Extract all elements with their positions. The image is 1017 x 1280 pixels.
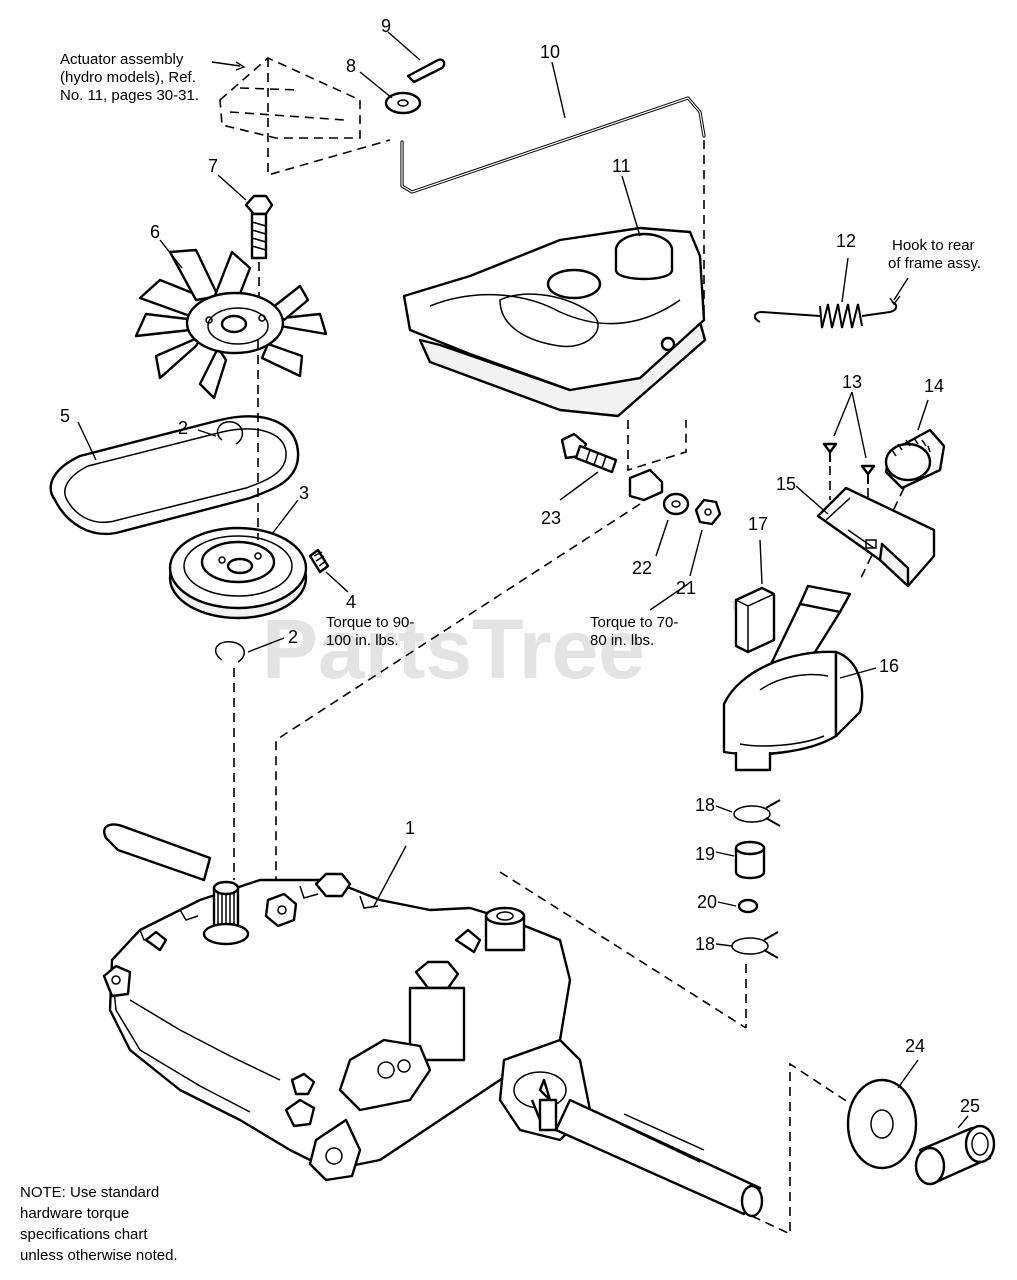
- callout-12: 12: [836, 231, 856, 251]
- part-10-control-rod: [400, 61, 706, 320]
- callout-20: 20: [697, 892, 717, 912]
- hook-note-line-2: of frame assy.: [888, 255, 981, 272]
- part-23-bolt: [559, 432, 618, 501]
- callout-10: 10: [540, 42, 560, 62]
- actuator-note-line-2: (hydro models), Ref.: [60, 69, 196, 86]
- callout-18-upper: 18: [695, 795, 715, 815]
- actuator-assembly-outline: [211, 57, 391, 177]
- callout-16: 16: [879, 656, 899, 676]
- part-1-transaxle: [102, 823, 861, 1236]
- general-note-line-3: specifications chart: [20, 1226, 148, 1243]
- part-6-fan: [134, 239, 328, 400]
- hook-note-line-1: Hook to rear: [892, 237, 975, 254]
- callout-13: 13: [842, 372, 862, 392]
- callout-2-upper: 2: [178, 418, 188, 438]
- callout-19: 19: [695, 844, 715, 864]
- callout-15: 15: [776, 474, 796, 494]
- callout-24: 24: [905, 1036, 925, 1056]
- part-20-washer: [717, 898, 759, 914]
- nut-torque-line-2: 80 in. lbs.: [590, 632, 654, 649]
- callout-8: 8: [346, 56, 356, 76]
- general-note-line-4: unless otherwise noted.: [20, 1247, 178, 1264]
- callout-17: 17: [748, 514, 768, 534]
- part-9-hairpin: [387, 31, 446, 84]
- callout-18-lower: 18: [695, 934, 715, 954]
- callout-14: 14: [924, 376, 944, 396]
- callout-21: 21: [676, 578, 696, 598]
- part-25-bushing: [914, 1115, 996, 1186]
- nut-torque-line-1: Torque to 70-: [590, 614, 678, 631]
- callout-3: 3: [299, 483, 309, 503]
- pulley-torque-note: Torque to 90- 100 in. lbs.: [326, 614, 414, 649]
- part-5-belt: [49, 415, 300, 536]
- part-12-spring: [754, 257, 909, 329]
- callout-1: 1: [405, 818, 415, 838]
- part-21-nut: [649, 498, 722, 611]
- callout-numbers: 1 2 2 3 4 5 6 7 8 9 10 11 12 13 14 15 16…: [60, 16, 980, 1116]
- callout-7: 7: [208, 156, 218, 176]
- part-11-actuator-bracket: [402, 175, 707, 418]
- part-19-bushing: [715, 840, 766, 880]
- callout-11: 11: [612, 156, 631, 176]
- callout-22: 22: [632, 558, 652, 578]
- callout-4: 4: [346, 592, 356, 612]
- part-2-snap-ring-lower: [214, 637, 285, 663]
- callout-5: 5: [60, 406, 70, 426]
- actuator-note-line-1: Actuator assembly: [60, 51, 184, 68]
- callout-6: 6: [150, 222, 160, 242]
- part-4-set-screw: [308, 548, 349, 593]
- callout-9: 9: [381, 16, 391, 36]
- hook-note: Hook to rear of frame assy.: [888, 237, 981, 272]
- part-24-thrust-washer: [846, 1059, 919, 1170]
- nut-torque-note: Torque to 70- 80 in. lbs.: [590, 614, 678, 649]
- part-18-clip-lower: [715, 931, 779, 1028]
- part-8-washer: [359, 71, 422, 115]
- watermark: PartsTree: [262, 602, 645, 696]
- callout-2-lower: 2: [288, 627, 298, 647]
- pulley-torque-line-1: Torque to 90-: [326, 614, 414, 631]
- general-note: NOTE: Use standard hardware torque speci…: [20, 1184, 178, 1264]
- general-note-line-1: NOTE: Use standard: [20, 1184, 159, 1201]
- control-bracket-clip: [627, 420, 687, 502]
- alignment-line-control: [275, 503, 641, 900]
- part-2-snap-ring-upper: [197, 421, 244, 445]
- part-22-washer: [655, 492, 690, 557]
- pulley-torque-line-2: 100 in. lbs.: [326, 632, 399, 649]
- actuator-note: Actuator assembly (hydro models), Ref. N…: [60, 51, 199, 104]
- actuator-note-line-3: No. 11, pages 30-31.: [60, 87, 199, 104]
- callout-23: 23: [541, 508, 561, 528]
- part-15-bracket: [795, 485, 936, 588]
- part-17-block: [734, 539, 776, 654]
- general-note-line-2: hardware torque: [20, 1205, 129, 1222]
- part-16-pump-housing: [722, 584, 877, 772]
- part-18-clip-upper: [715, 799, 781, 827]
- part-3-pulley: [168, 499, 308, 620]
- callout-25: 25: [960, 1096, 980, 1116]
- part-14-gear: [859, 399, 946, 581]
